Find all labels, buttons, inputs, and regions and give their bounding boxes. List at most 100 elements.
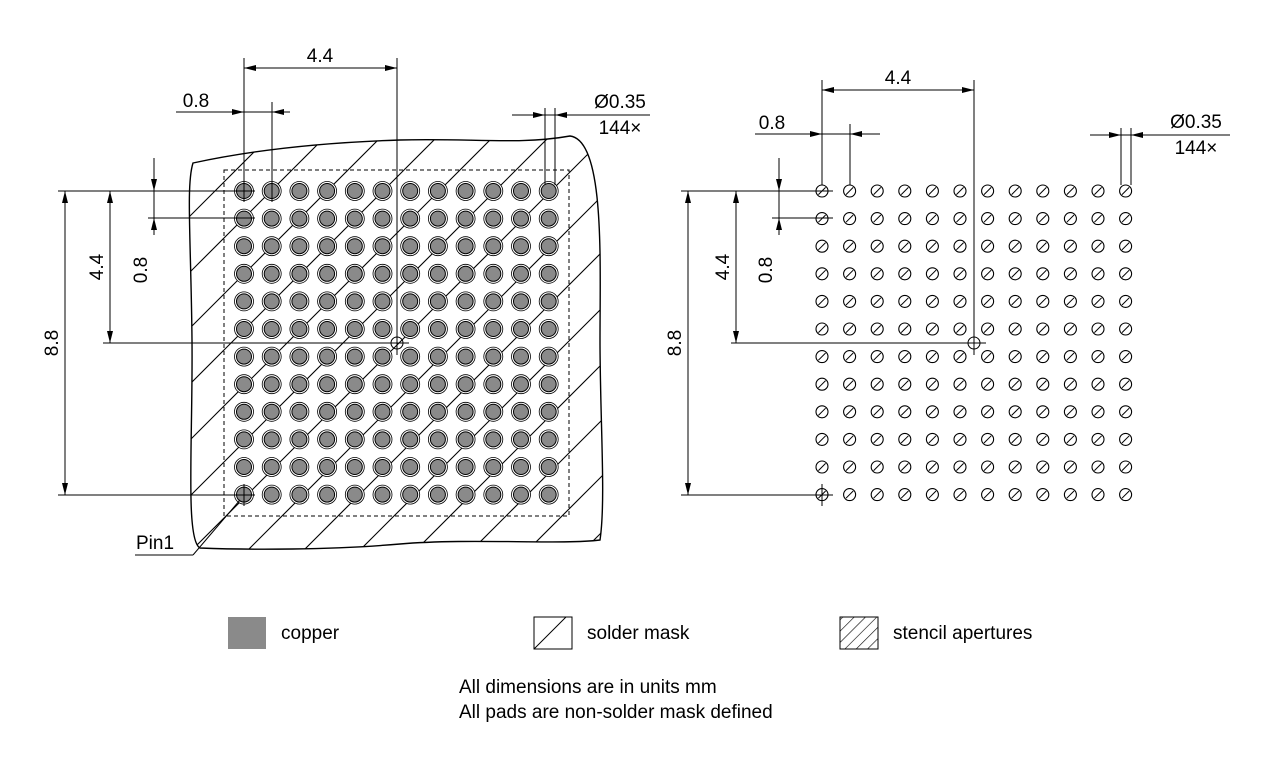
dimension-lines-right	[681, 80, 1230, 496]
aperture-hatch	[956, 297, 964, 306]
mask-opening	[511, 346, 531, 367]
copper-pad	[236, 321, 252, 337]
aperture-hatch	[1121, 435, 1130, 444]
mask-opening	[483, 346, 504, 367]
mask-opening	[400, 429, 421, 450]
aperture-hatch	[818, 269, 826, 278]
copper-pad	[457, 183, 474, 199]
copper-pad	[540, 293, 557, 310]
copper-pad	[540, 238, 557, 255]
mask-opening	[234, 346, 254, 367]
aperture-hatch	[873, 435, 882, 444]
aperture-hatch	[900, 352, 909, 361]
mask-opening	[317, 484, 338, 505]
aperture-hatch	[900, 214, 909, 223]
mask-opening	[372, 374, 393, 395]
aperture-hatch	[1038, 269, 1047, 278]
copper-pad	[291, 403, 308, 420]
copper-pad	[485, 376, 502, 393]
copper-pad	[319, 293, 336, 310]
aperture-hatch	[1038, 187, 1047, 195]
mask-opening	[234, 401, 254, 422]
aperture-hatch	[928, 325, 937, 333]
aperture-hatch	[1094, 463, 1102, 471]
mask-opening	[511, 401, 531, 422]
copper-pad	[402, 431, 419, 448]
copper-pad	[346, 210, 363, 227]
hatch-line	[517, 136, 603, 550]
aperture-hatch	[1066, 297, 1075, 306]
mask-opening	[400, 484, 421, 505]
mask-opening	[427, 181, 448, 201]
copper-pad	[457, 210, 474, 227]
copper-pad	[374, 265, 391, 282]
package-outline-dashed	[223, 169, 570, 517]
aperture-hatch	[873, 187, 882, 195]
aperture-hatch	[818, 297, 826, 306]
aperture-hatch	[983, 297, 992, 306]
mask-opening	[400, 181, 421, 201]
copper-pad	[457, 238, 474, 255]
copper-pad	[402, 486, 419, 503]
aperture-hatch	[956, 352, 964, 361]
aperture-hatch	[845, 187, 854, 195]
copper-pad	[429, 321, 446, 337]
copper-pad	[291, 293, 308, 310]
mask-opening	[511, 319, 531, 339]
aperture-hatch	[1094, 269, 1102, 278]
mask-opening	[455, 374, 476, 395]
aperture-hatch	[900, 269, 909, 278]
copper-pad	[429, 265, 446, 282]
hatch-line	[189, 136, 557, 550]
aperture-hatch	[873, 242, 882, 251]
copper-pad	[429, 293, 446, 310]
copper-pad	[457, 265, 474, 282]
aperture-hatch	[1038, 297, 1047, 306]
aperture-hatch	[873, 325, 882, 333]
mask-opening	[483, 291, 504, 312]
copper-pad	[540, 321, 557, 337]
copper-pad	[263, 210, 280, 227]
copper-pad	[291, 183, 308, 199]
copper-pad	[319, 431, 336, 448]
mask-opening	[400, 401, 421, 422]
mask-opening	[400, 457, 421, 477]
mask-opening	[455, 484, 476, 505]
copper-pad	[236, 238, 252, 255]
mask-opening	[317, 291, 338, 312]
hatch-line	[189, 136, 445, 550]
aperture-hatch	[1121, 242, 1130, 251]
mask-opening	[261, 374, 282, 395]
aperture-hatch	[1094, 325, 1102, 333]
copper-pad	[346, 348, 363, 365]
mask-opening	[344, 208, 365, 229]
aperture-hatch	[845, 352, 854, 361]
copper-pad	[346, 183, 363, 199]
mask-opening	[344, 457, 365, 477]
aperture-hatch	[845, 380, 854, 389]
mask-opening	[483, 263, 504, 284]
pcb-view-left: 4.4 0.8 Ø0.35 144× 8.8 4.4 0.8 Pin1	[42, 46, 650, 556]
aperture-hatch	[900, 490, 909, 499]
stencil-view-right: 4.4 0.8 Ø0.35 144× 8.8 4.4 0.8	[665, 68, 1230, 506]
aperture-hatch	[1011, 463, 1020, 471]
aperture-hatch	[1038, 463, 1047, 471]
copper-pad	[374, 486, 391, 503]
mask-opening	[427, 263, 448, 284]
dim-vertical-half-right: 4.4	[713, 253, 734, 280]
mask-opening	[261, 291, 282, 312]
hatch-line	[189, 136, 389, 550]
hatch-line	[349, 136, 603, 550]
dim-pad-diameter: Ø0.35	[594, 92, 646, 113]
aperture-hatch	[900, 297, 909, 306]
mask-opening	[455, 401, 476, 422]
copper-pad	[263, 265, 280, 282]
copper-pad	[291, 376, 308, 393]
aperture-hatch	[1038, 242, 1047, 251]
aperture-hatch	[928, 242, 937, 251]
aperture-hatch	[818, 214, 826, 223]
copper-pad	[319, 376, 336, 393]
copper-pad	[346, 403, 363, 420]
mask-opening	[483, 319, 504, 339]
mask-opening	[317, 208, 338, 229]
